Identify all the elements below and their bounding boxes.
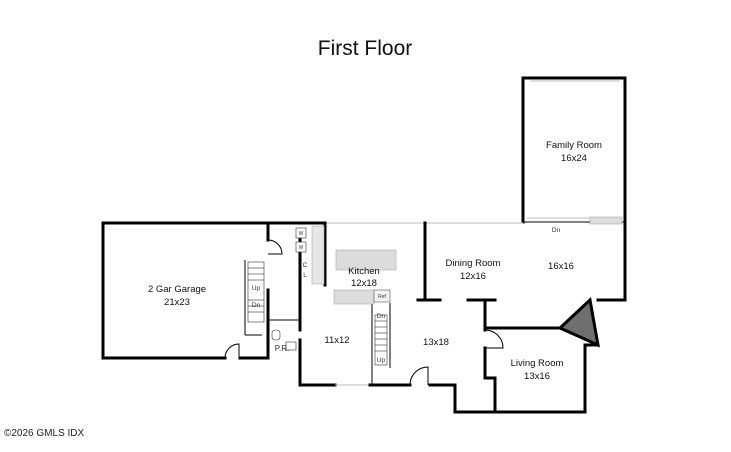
garage-stairs <box>247 261 265 323</box>
main-stair-dn: Dn <box>377 313 386 320</box>
kitchen-dims: 12x18 <box>351 278 377 289</box>
garage-dims: 21x23 <box>164 297 190 308</box>
kitchen-name: Kitchen <box>348 266 380 277</box>
dryer-label: W <box>299 231 304 237</box>
copyright-text: ©2026 GMLS IDX <box>4 428 85 439</box>
refrigerator <box>373 289 391 303</box>
dining-room-name: Dining Room <box>446 258 501 269</box>
sink <box>285 341 297 351</box>
washer-label: W <box>299 245 304 251</box>
main-stair-up: Up <box>377 357 386 364</box>
plan-title: First Floor <box>318 37 413 60</box>
toilet <box>271 329 281 341</box>
door-arc <box>409 366 429 386</box>
room-16x16-dims: 16x16 <box>548 261 574 272</box>
washer <box>295 241 307 253</box>
garage-stair-up: Up <box>252 285 261 292</box>
ref-label: Ref <box>378 294 386 300</box>
door-arc <box>267 239 283 255</box>
dryer <box>295 227 307 239</box>
family-room-dims: 16x24 <box>561 153 587 164</box>
interior-walls <box>268 221 562 414</box>
door-arc <box>484 329 504 349</box>
main-stairs <box>374 314 388 366</box>
closet-l-label: L <box>303 272 307 279</box>
closet-c-label: C <box>303 262 308 269</box>
family-room-walls <box>521 76 627 302</box>
room-11x12-dims: 11x12 <box>324 335 349 346</box>
fireplace <box>557 297 600 348</box>
main-walls <box>266 221 627 414</box>
garage-stair-dn: Dn <box>252 302 261 309</box>
living-room-name: Living Room <box>511 358 564 369</box>
family-room-name: Family Room <box>546 140 602 151</box>
kitchen-island <box>335 249 397 271</box>
kitchen-counter <box>333 289 375 305</box>
kitchen-side-counter <box>311 225 325 285</box>
powder-room-label: P.R. <box>275 344 290 353</box>
door-arc <box>224 343 240 359</box>
dining-room-dims: 12x16 <box>460 271 486 282</box>
room-13x18-dims: 13x18 <box>423 337 449 348</box>
living-room-dims: 13x16 <box>524 371 550 382</box>
garage-name: 2 Gar Garage <box>148 284 206 295</box>
garage-walls <box>101 221 270 360</box>
family-step-dn: Dn <box>552 227 561 234</box>
